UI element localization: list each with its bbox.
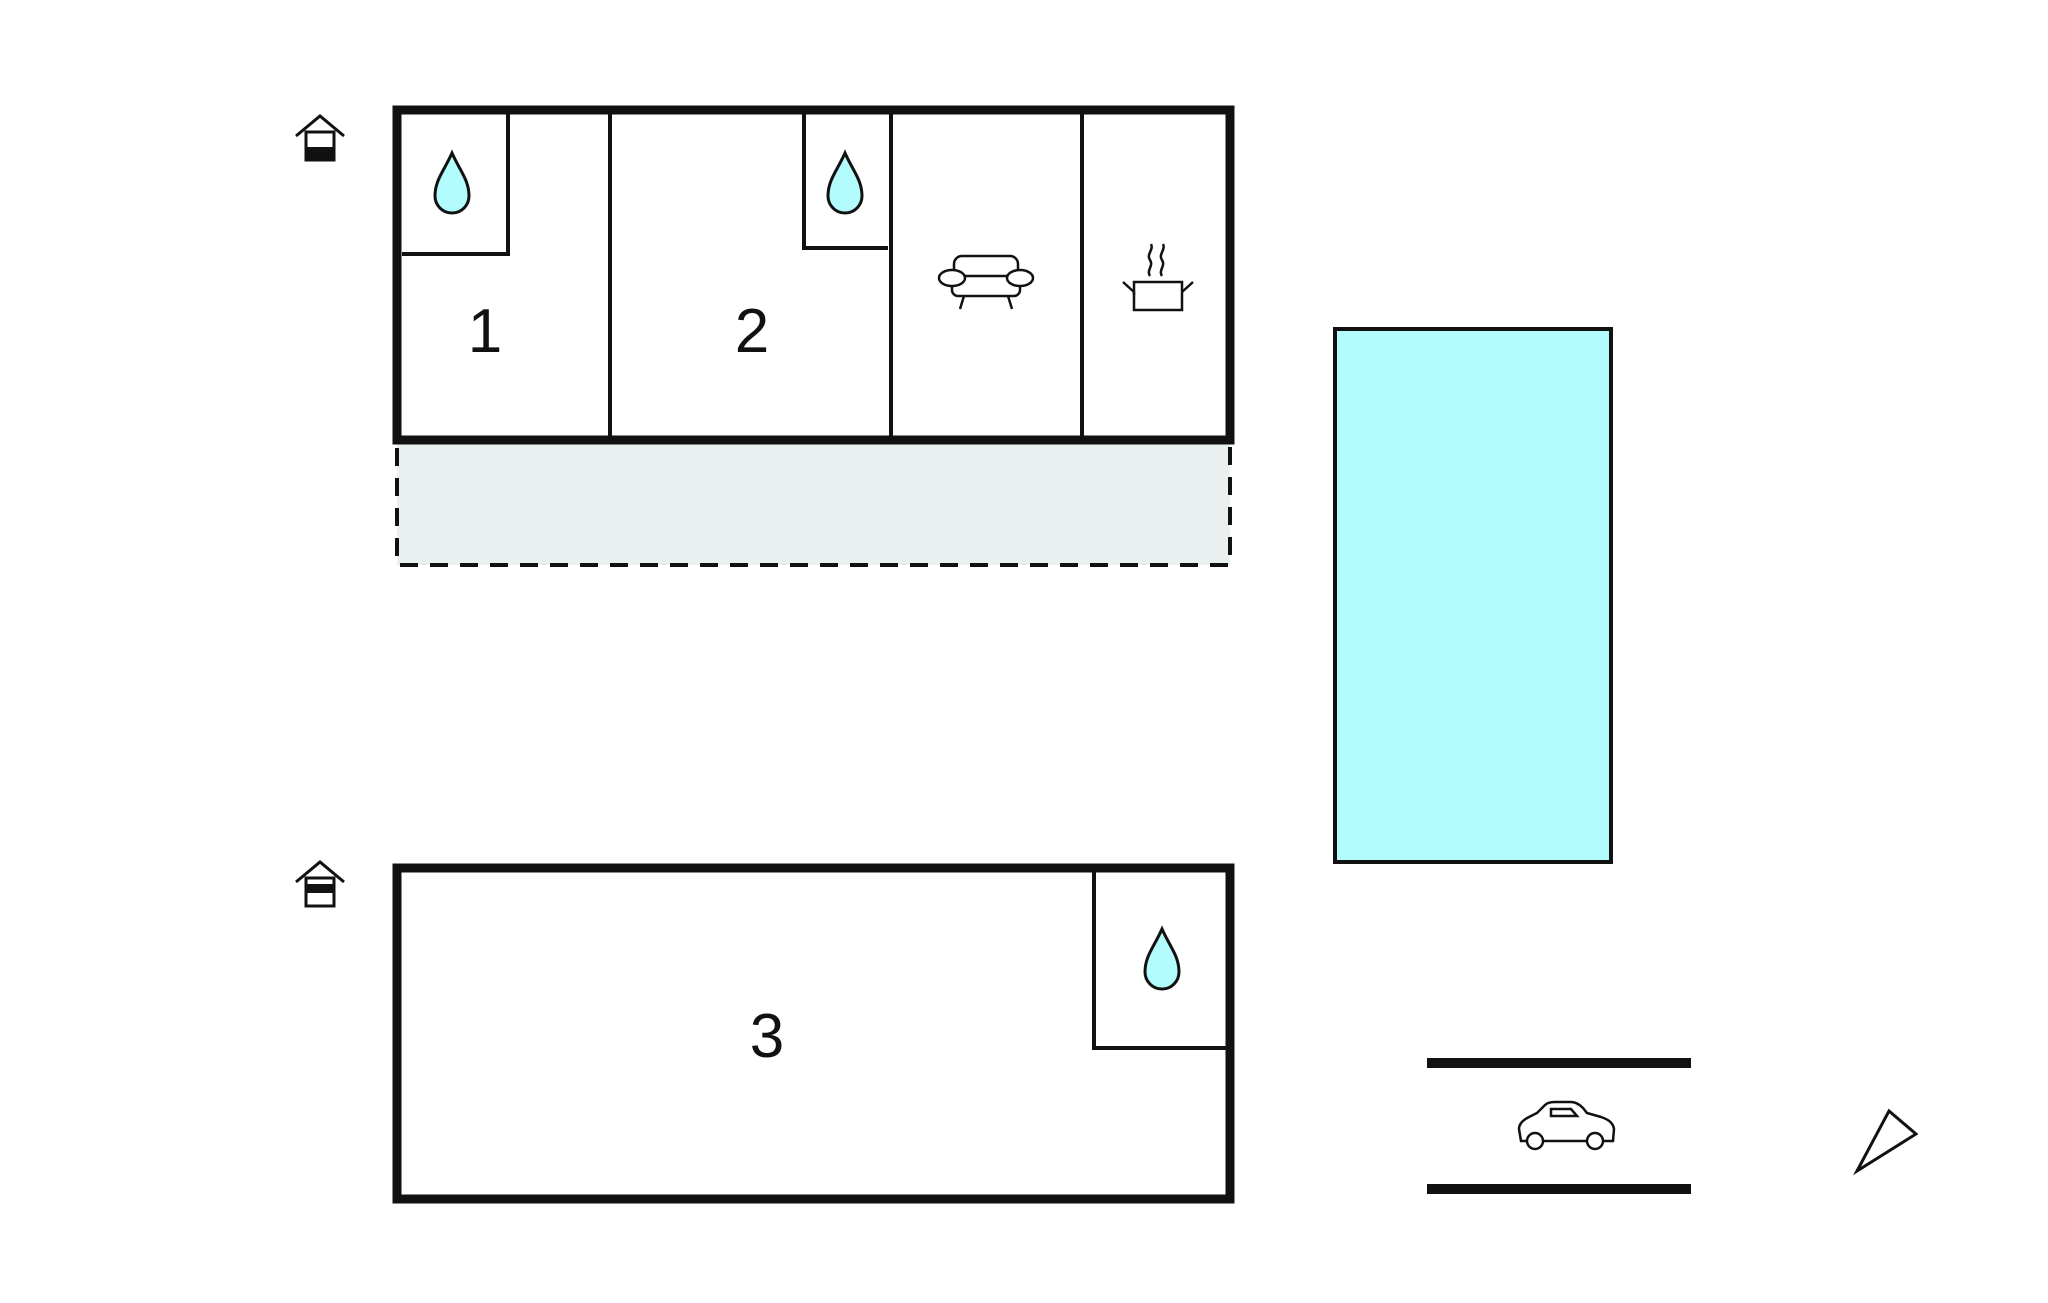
car-icon xyxy=(1517,1100,1616,1151)
main-building xyxy=(392,105,1235,445)
annex-building-outline xyxy=(392,863,1235,1204)
room-label: 1 xyxy=(468,297,502,366)
north-arrow-icon xyxy=(1853,1108,1919,1176)
room-label: 3 xyxy=(750,1002,784,1071)
room-label: 2 xyxy=(735,297,769,366)
bathroom-3-wall xyxy=(1092,872,1226,1050)
sofa-icon xyxy=(937,254,1035,310)
cooking-pot-icon xyxy=(1122,243,1194,312)
floor-level-icon xyxy=(294,860,346,908)
parking-area xyxy=(1427,1058,1691,1194)
pool xyxy=(1333,327,1613,864)
bathroom-2-wall xyxy=(802,114,888,250)
annex-building xyxy=(392,863,1235,1204)
floor-level-icon xyxy=(294,114,346,162)
terrace-area xyxy=(395,438,1232,567)
bathroom-1-wall xyxy=(402,114,510,256)
main-building-outline xyxy=(392,105,1235,445)
